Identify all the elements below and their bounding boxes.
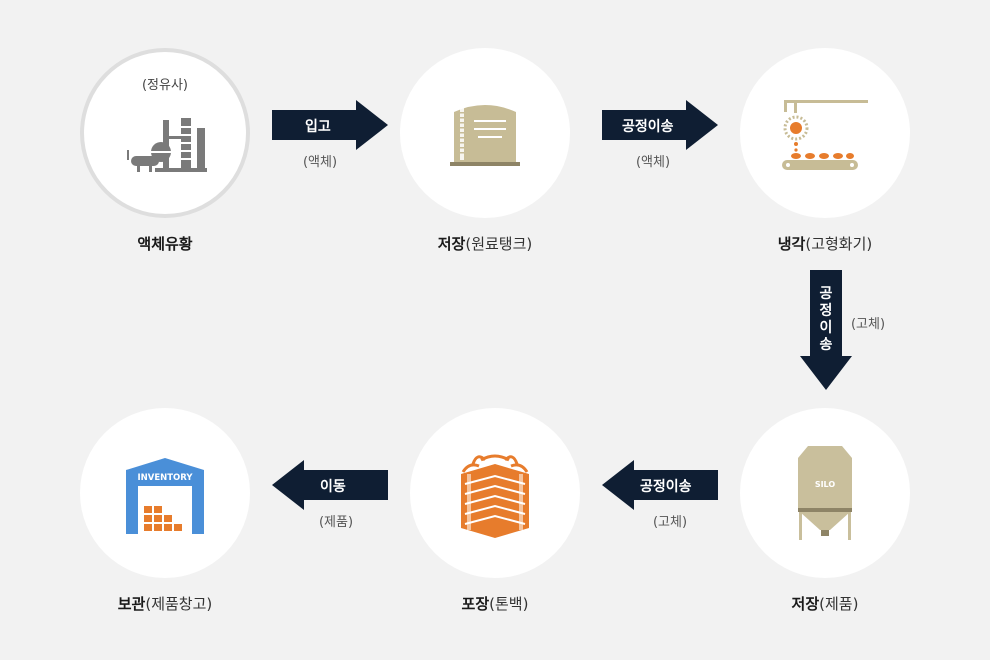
arrow-receive [272, 100, 388, 150]
cooler-icon [782, 100, 868, 170]
tank-label: 저장(원료탱크) [437, 235, 533, 253]
arrow-transfer-down-text: 공 정 이 송 [819, 286, 833, 353]
arrow-transfer-solid [602, 460, 718, 510]
arrow-move-text: 이동 [320, 479, 346, 495]
arrow-transfer-liquid-note: (액체) [635, 155, 671, 170]
tank-icon [450, 105, 520, 166]
arrow-receive-note: (액체) [302, 155, 338, 170]
arrow-receive-text: 입고 [305, 119, 331, 135]
arrow-transfer-liquid-text: 공정이송 [622, 119, 674, 135]
refinery-label: 액체유황 [137, 235, 193, 253]
arrow-transfer-solid-text: 공정이송 [640, 479, 692, 495]
arrow-move-note: (제품) [318, 515, 354, 530]
refinery-top-note: (정유사) [141, 78, 189, 93]
warehouse-icon: INVENTORY [126, 458, 204, 534]
arrow-move [272, 460, 388, 510]
cooling-circle [740, 48, 910, 218]
arrow-transfer-down-note: (고체) [850, 317, 886, 332]
cooling-label: 냉각(고형화기) [777, 235, 873, 253]
arrow-transfer-liquid [602, 100, 718, 150]
warehouse-label: 보관(제품창고) [117, 595, 213, 613]
refinery-icon [127, 118, 207, 172]
tonbag-icon [461, 454, 529, 538]
arrow-transfer-down [800, 270, 852, 390]
arrow-transfer-solid-note: (고체) [652, 515, 688, 530]
packing-label: 포장(톤백) [461, 595, 529, 613]
silo-icon: SILO [798, 446, 852, 540]
refinery-circle [80, 48, 250, 218]
silo-label: 저장(제품) [791, 595, 859, 613]
svg-text:INVENTORY: INVENTORY [137, 473, 193, 483]
svg-text:SILO: SILO [815, 480, 836, 489]
